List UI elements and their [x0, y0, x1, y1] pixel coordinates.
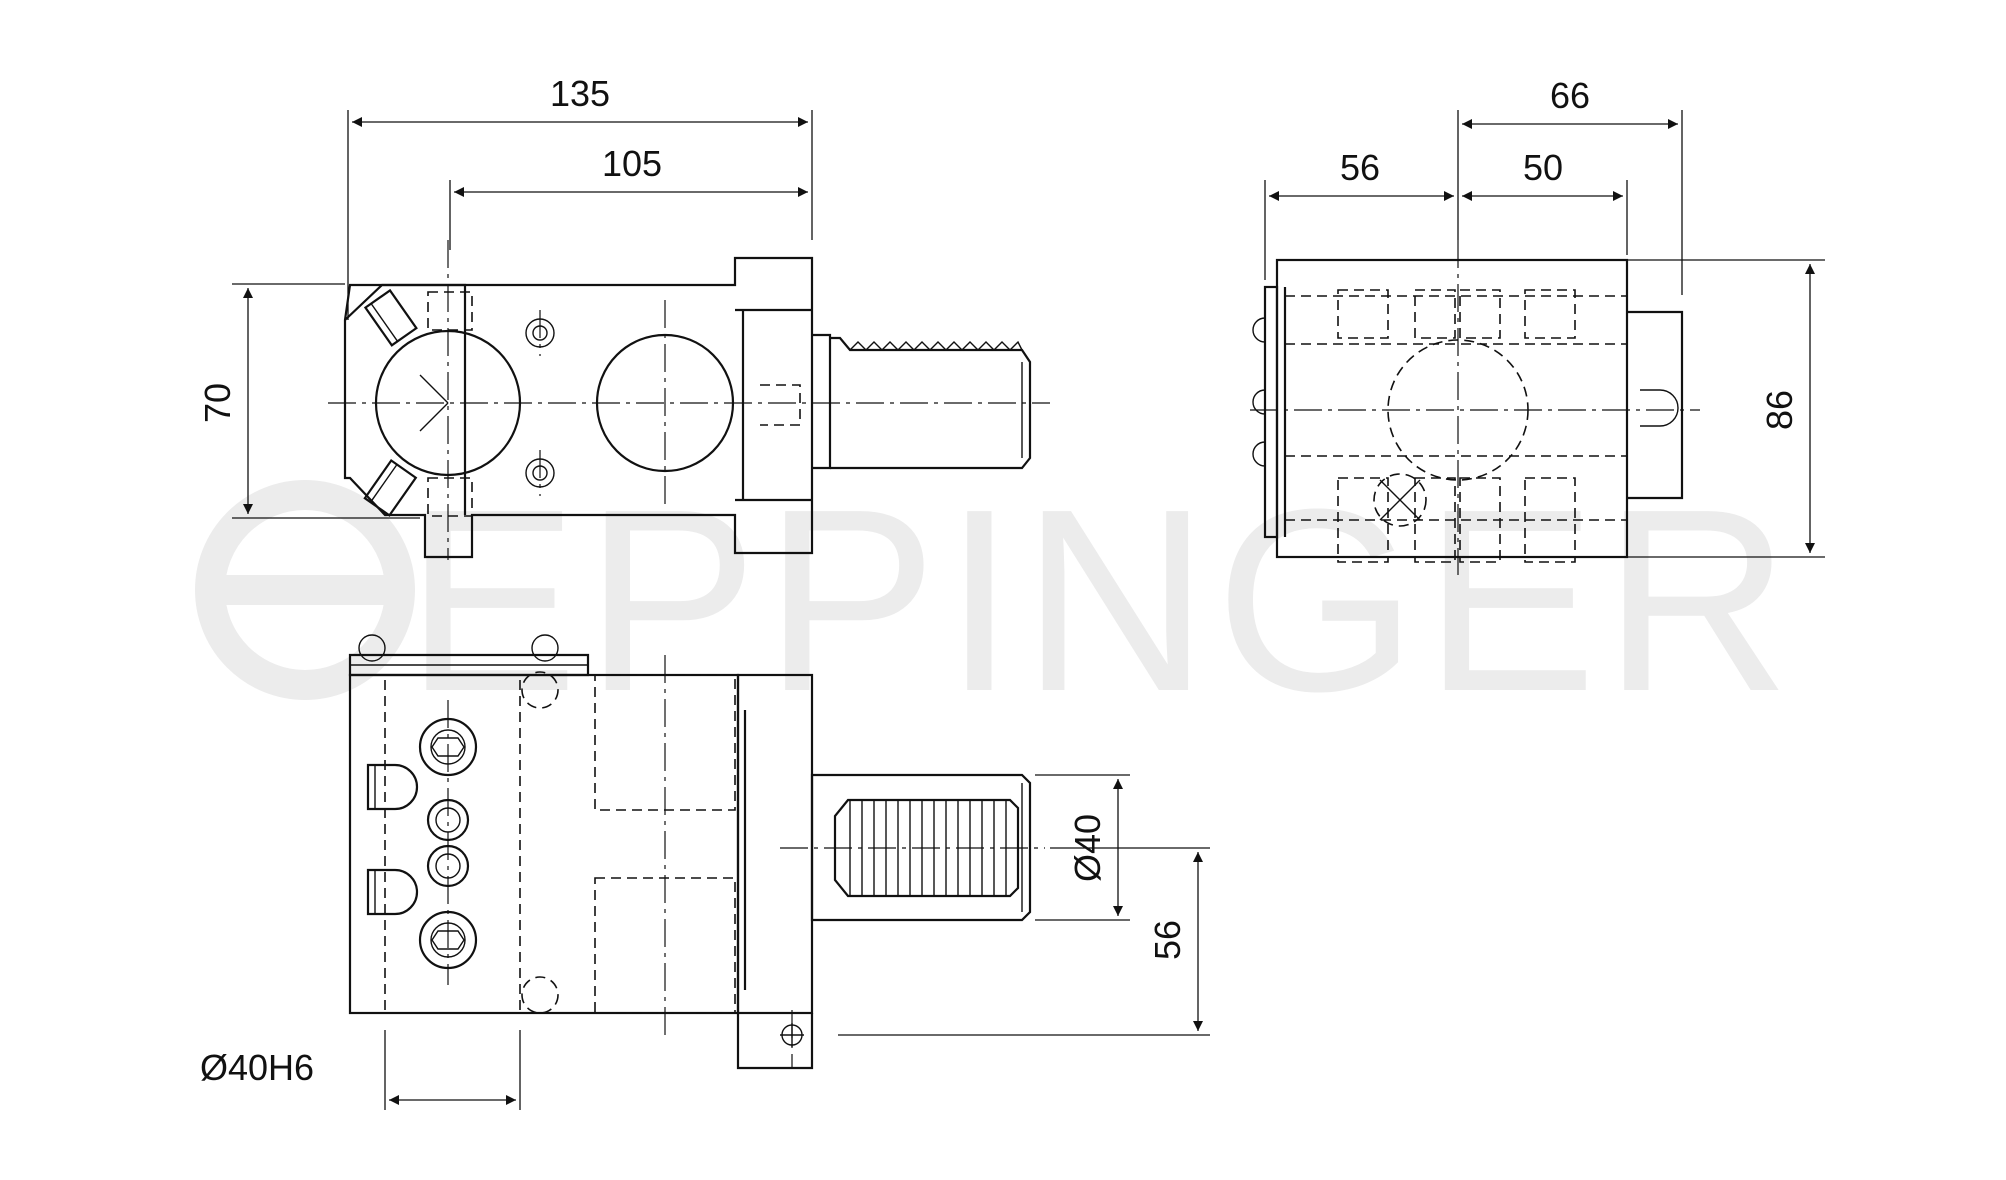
dim-bottom-offset: 56 [1147, 920, 1188, 960]
side-view: 66 56 50 86 [1250, 75, 1825, 575]
front-view: 135 105 70 [197, 73, 1050, 560]
watermark-text: EPPINGER [405, 456, 1797, 746]
dim-front-total-length: 135 [550, 73, 610, 114]
top-view: Ø40 56 Ø40H6 [200, 634, 1210, 1110]
watermark-logo: EPPINGER [195, 456, 1797, 746]
dim-front-height: 70 [197, 383, 238, 423]
dim-side-total-width: 66 [1550, 75, 1590, 116]
dim-side-left-width: 56 [1340, 147, 1380, 188]
dim-bore-diameter: Ø40H6 [200, 1047, 314, 1088]
dim-side-height: 86 [1759, 390, 1800, 430]
dim-front-body-length: 105 [602, 143, 662, 184]
dim-side-right-width: 50 [1523, 147, 1563, 188]
